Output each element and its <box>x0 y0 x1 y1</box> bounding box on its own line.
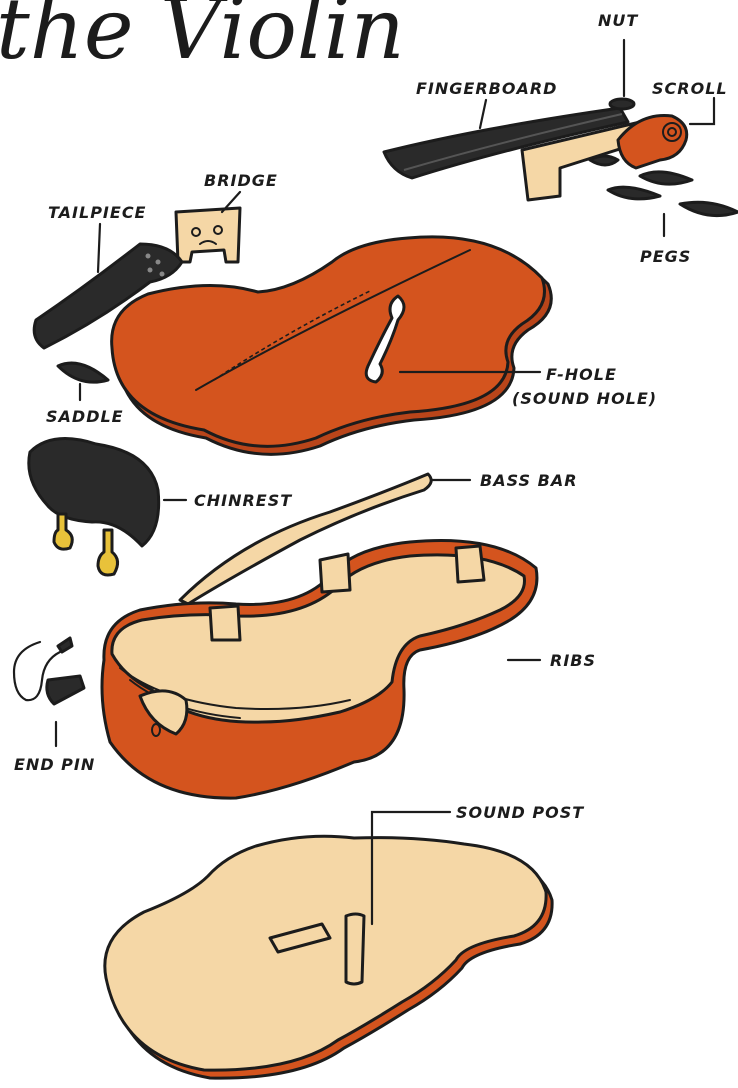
label-scroll: SCROLL <box>652 79 728 98</box>
chinrest-shape <box>29 439 159 546</box>
saddle-shape <box>58 363 108 382</box>
bridge-shape <box>176 208 240 262</box>
label-nut: NUT <box>598 11 638 30</box>
label-bridge: BRIDGE <box>204 171 278 190</box>
label-chinrest: CHINREST <box>194 491 292 510</box>
label-saddle: SADDLE <box>46 407 124 426</box>
back-plate <box>105 836 552 1078</box>
ribs-part <box>102 540 537 798</box>
nut-shape <box>610 99 634 109</box>
chinrest-part <box>29 439 159 575</box>
bridge-part <box>176 208 240 262</box>
label-bass-bar: BASS BAR <box>480 471 578 490</box>
label-f-hole: F-HOLE <box>546 365 617 384</box>
label-tailpiece: TAILPIECE <box>48 203 146 222</box>
diagram-title: the Violin <box>0 0 405 78</box>
peg-3 <box>608 187 660 199</box>
label-sound-post: SOUND POST <box>456 803 584 822</box>
neck-assembly <box>384 99 738 216</box>
label-end-pin: END PIN <box>14 755 95 774</box>
end-pin-shape <box>47 676 84 704</box>
chinrest-clamp-2 <box>98 530 118 575</box>
peg-4 <box>680 202 738 215</box>
label-fingerboard: FINGERBOARD <box>416 79 557 98</box>
label-pegs: PEGS <box>640 247 691 266</box>
sound-post-shape <box>346 914 364 984</box>
label-f-hole-sub: (SOUND HOLE) <box>512 389 657 408</box>
end-pin-part <box>14 638 84 704</box>
peg-2 <box>640 172 692 184</box>
label-ribs: RIBS <box>550 651 596 670</box>
peg-1 <box>590 156 618 165</box>
